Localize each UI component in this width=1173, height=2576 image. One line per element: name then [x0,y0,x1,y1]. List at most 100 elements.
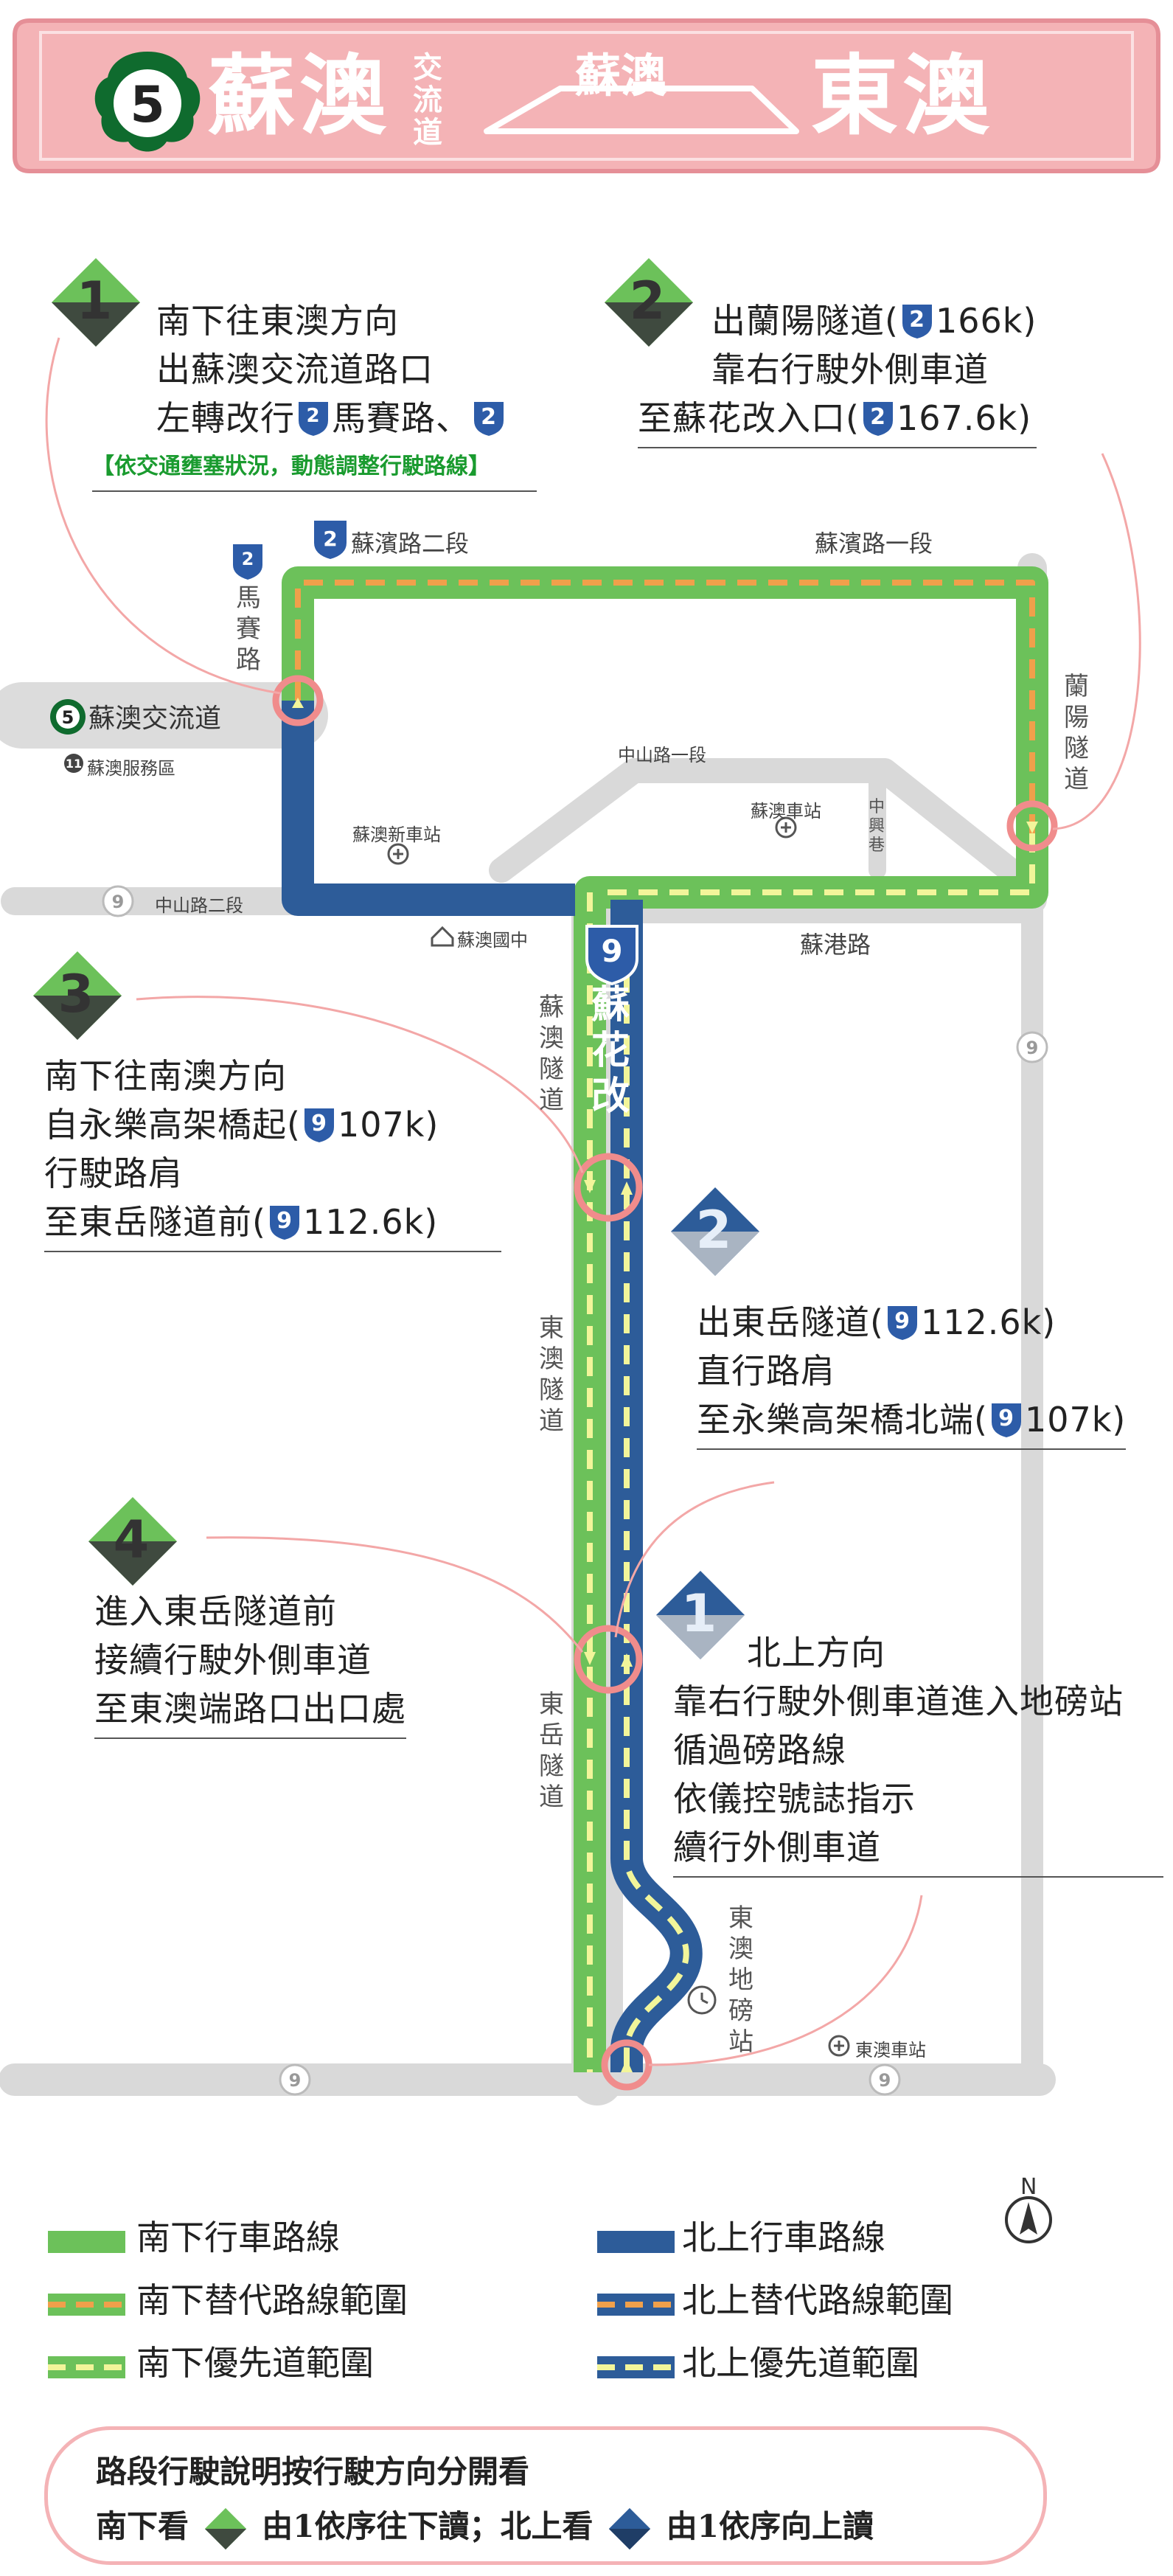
route-9-small-shield-a: 9 [102,885,134,917]
route-9-small-shield-b: 9 [1016,1031,1048,1063]
n1-line-2: 靠右行駛外側車道進入地磅站 [673,1681,1124,1721]
svg-text:2: 2 [909,307,925,333]
northbound-step-1-text: 北上方向 靠右行駛外側車道進入地磅站 循過磅路線 依儀控號誌指示 續行外側車道 [673,1628,1163,1878]
label-masai-rd: 馬賽路 [236,583,261,675]
svg-text:1: 1 [77,271,113,331]
svg-text:2: 2 [323,527,337,551]
label-dongao-station: 東澳車站 [855,2040,926,2061]
step-diamond-n2: 2 [671,1187,759,1276]
markers [272,675,1058,2091]
northbound-route [282,701,703,2072]
service-area-icon: 11 [64,754,83,773]
n1-line-3: 循過磅路線 [673,1730,846,1770]
route-2-shield-map: 2 [314,521,347,559]
legend-northbound-priority: 北上優先道範圍 [682,2343,919,2383]
label-service-area: 蘇澳服務區 [87,758,175,779]
s3-line-2b: 107k) [337,1105,439,1145]
footer-line-1: 路段行駛說明按行駛方向分開看 [96,2454,530,2490]
step-diamond-s2: 2 [605,258,693,347]
svg-text:9: 9 [289,2070,302,2091]
north-arrow-icon [1005,2196,1052,2243]
label-subin-rd-2: 蘇濱路二段 [351,530,470,558]
s2-line-1a: 出蘭陽隧道( [711,301,899,341]
s2-line-1b: 166k) [935,301,1037,341]
legend-swatches [48,2196,1052,2378]
label-sugang-rd: 蘇港路 [800,931,871,959]
n2-line-2: 直行路肩 [697,1351,835,1391]
step-diamond-s3: 3 [33,951,122,1040]
leader-lines [45,337,1141,2066]
label-suhua-gai: 蘇花改 [591,983,630,1119]
train-station-icon-suao [775,816,797,839]
label-dongao-tunnel: 東澳隧道 [539,1313,564,1436]
header-origin-suffix: 交流道 [413,51,442,150]
southbound-step-4-text: 進入東岳隧道前 接續行駛外側車道 至東澳端路口出口處 [94,1587,406,1739]
s1-line-3b: 馬賽路、 [332,398,470,438]
n2-line-1b: 112.6k) [920,1302,1057,1342]
legend-southbound-route: 南下行車路線 [136,2218,340,2257]
label-suao-tunnel: 蘇澳隧道 [539,993,564,1115]
route-9-shield-icon: 9 [304,1108,334,1142]
s3-line-3: 行駛路肩 [44,1153,183,1193]
svg-text:2: 2 [870,404,886,430]
n2-line-3b: 107k) [1024,1400,1127,1440]
blue-diamond-icon [609,2507,651,2550]
n1-line-5: 續行外側車道 [673,1827,881,1867]
svg-text:2: 2 [696,1200,732,1260]
legend-northbound-route: 北上行車路線 [682,2218,885,2257]
svg-text:2: 2 [242,549,254,569]
s2-line-3a: 至蘇花改入口( [638,398,860,438]
label-subin-rd-1: 蘇濱路一段 [815,530,933,558]
s2-line-2: 靠右行駛外側車道 [711,350,989,389]
route-9-shield-icon: 9 [887,1305,917,1340]
footer-north-suffix: 由1依序向上讀 [666,2508,874,2544]
header-banner: 5 [13,18,1160,173]
legend-southbound-alt: 南下替代路線範圍 [136,2280,408,2320]
svg-text:2: 2 [630,271,666,331]
s3-line-1: 南下往南澳方向 [44,1056,287,1096]
s3-line-4b: 112.6k) [302,1202,439,1242]
label-zhongshan-rd-2: 中山路二段 [155,895,243,916]
svg-text:9: 9 [894,1308,911,1334]
label-suao-new-station: 蘇澳新車站 [352,824,441,845]
step-diamond-s4: 4 [88,1497,177,1586]
s4-line-3: 至東澳端路口出口處 [94,1689,406,1729]
route-2-shield-icon: 2 [902,304,932,339]
step-diamond-n1: 1 [656,1571,745,1659]
svg-text:11: 11 [66,757,82,771]
svg-text:5: 5 [62,707,74,728]
interchange-icon: 5 [50,699,86,735]
svg-text:1: 1 [681,1583,717,1644]
s3-line-4a: 至東岳隧道前( [44,1202,266,1242]
train-station-icon-dongao [828,2035,850,2057]
label-suao-junior-high: 蘇澳國中 [457,930,528,951]
route-9-shield-icon: 9 [269,1205,299,1240]
n1-line-4: 依儀控號誌指示 [673,1779,916,1819]
label-suao-interchange: 蘇澳交流道 [88,704,222,734]
legend-southbound-priority: 南下優先道範圍 [136,2343,374,2383]
route-2-shield-icon: 2 [474,401,504,436]
label-dongao-weigh-station: 東澳地磅站 [728,1903,753,2057]
southbound-step-2-text: 出蘭陽隧道( 2 166k) 靠右行駛外側車道 至蘇花改入口( 2 167.6k) [638,296,1037,448]
route-map: 9 1 2 3 4 2 1 5 2 [0,258,1141,2105]
svg-text:9: 9 [601,933,622,969]
svg-text:2: 2 [306,405,320,427]
route-9-shield-suhua: 9 [585,925,638,986]
freeway-5-logo: 5 [94,52,201,152]
route-9-shield-icon: 9 [991,1403,1021,1437]
southbound-route [282,566,1048,2072]
n2-line-1a: 出東岳隧道( [697,1302,884,1342]
n1-line-1: 北上方向 [747,1633,885,1673]
route-2-shield-icon: 2 [863,401,893,436]
route-9-small-shield-d: 9 [869,2063,901,2096]
s2-line-3b: 167.6k) [896,398,1032,438]
header-origin: 蘇澳 [208,45,391,147]
label-zhongxing-lane: 中興巷 [869,798,885,855]
label-zhongshan-rd-1: 中山路一段 [618,745,706,765]
route-2-alt-shield-icon: 2 [299,401,328,436]
footer-south-prefix: 南下看 [96,2508,189,2544]
svg-text:9: 9 [879,2070,891,2091]
